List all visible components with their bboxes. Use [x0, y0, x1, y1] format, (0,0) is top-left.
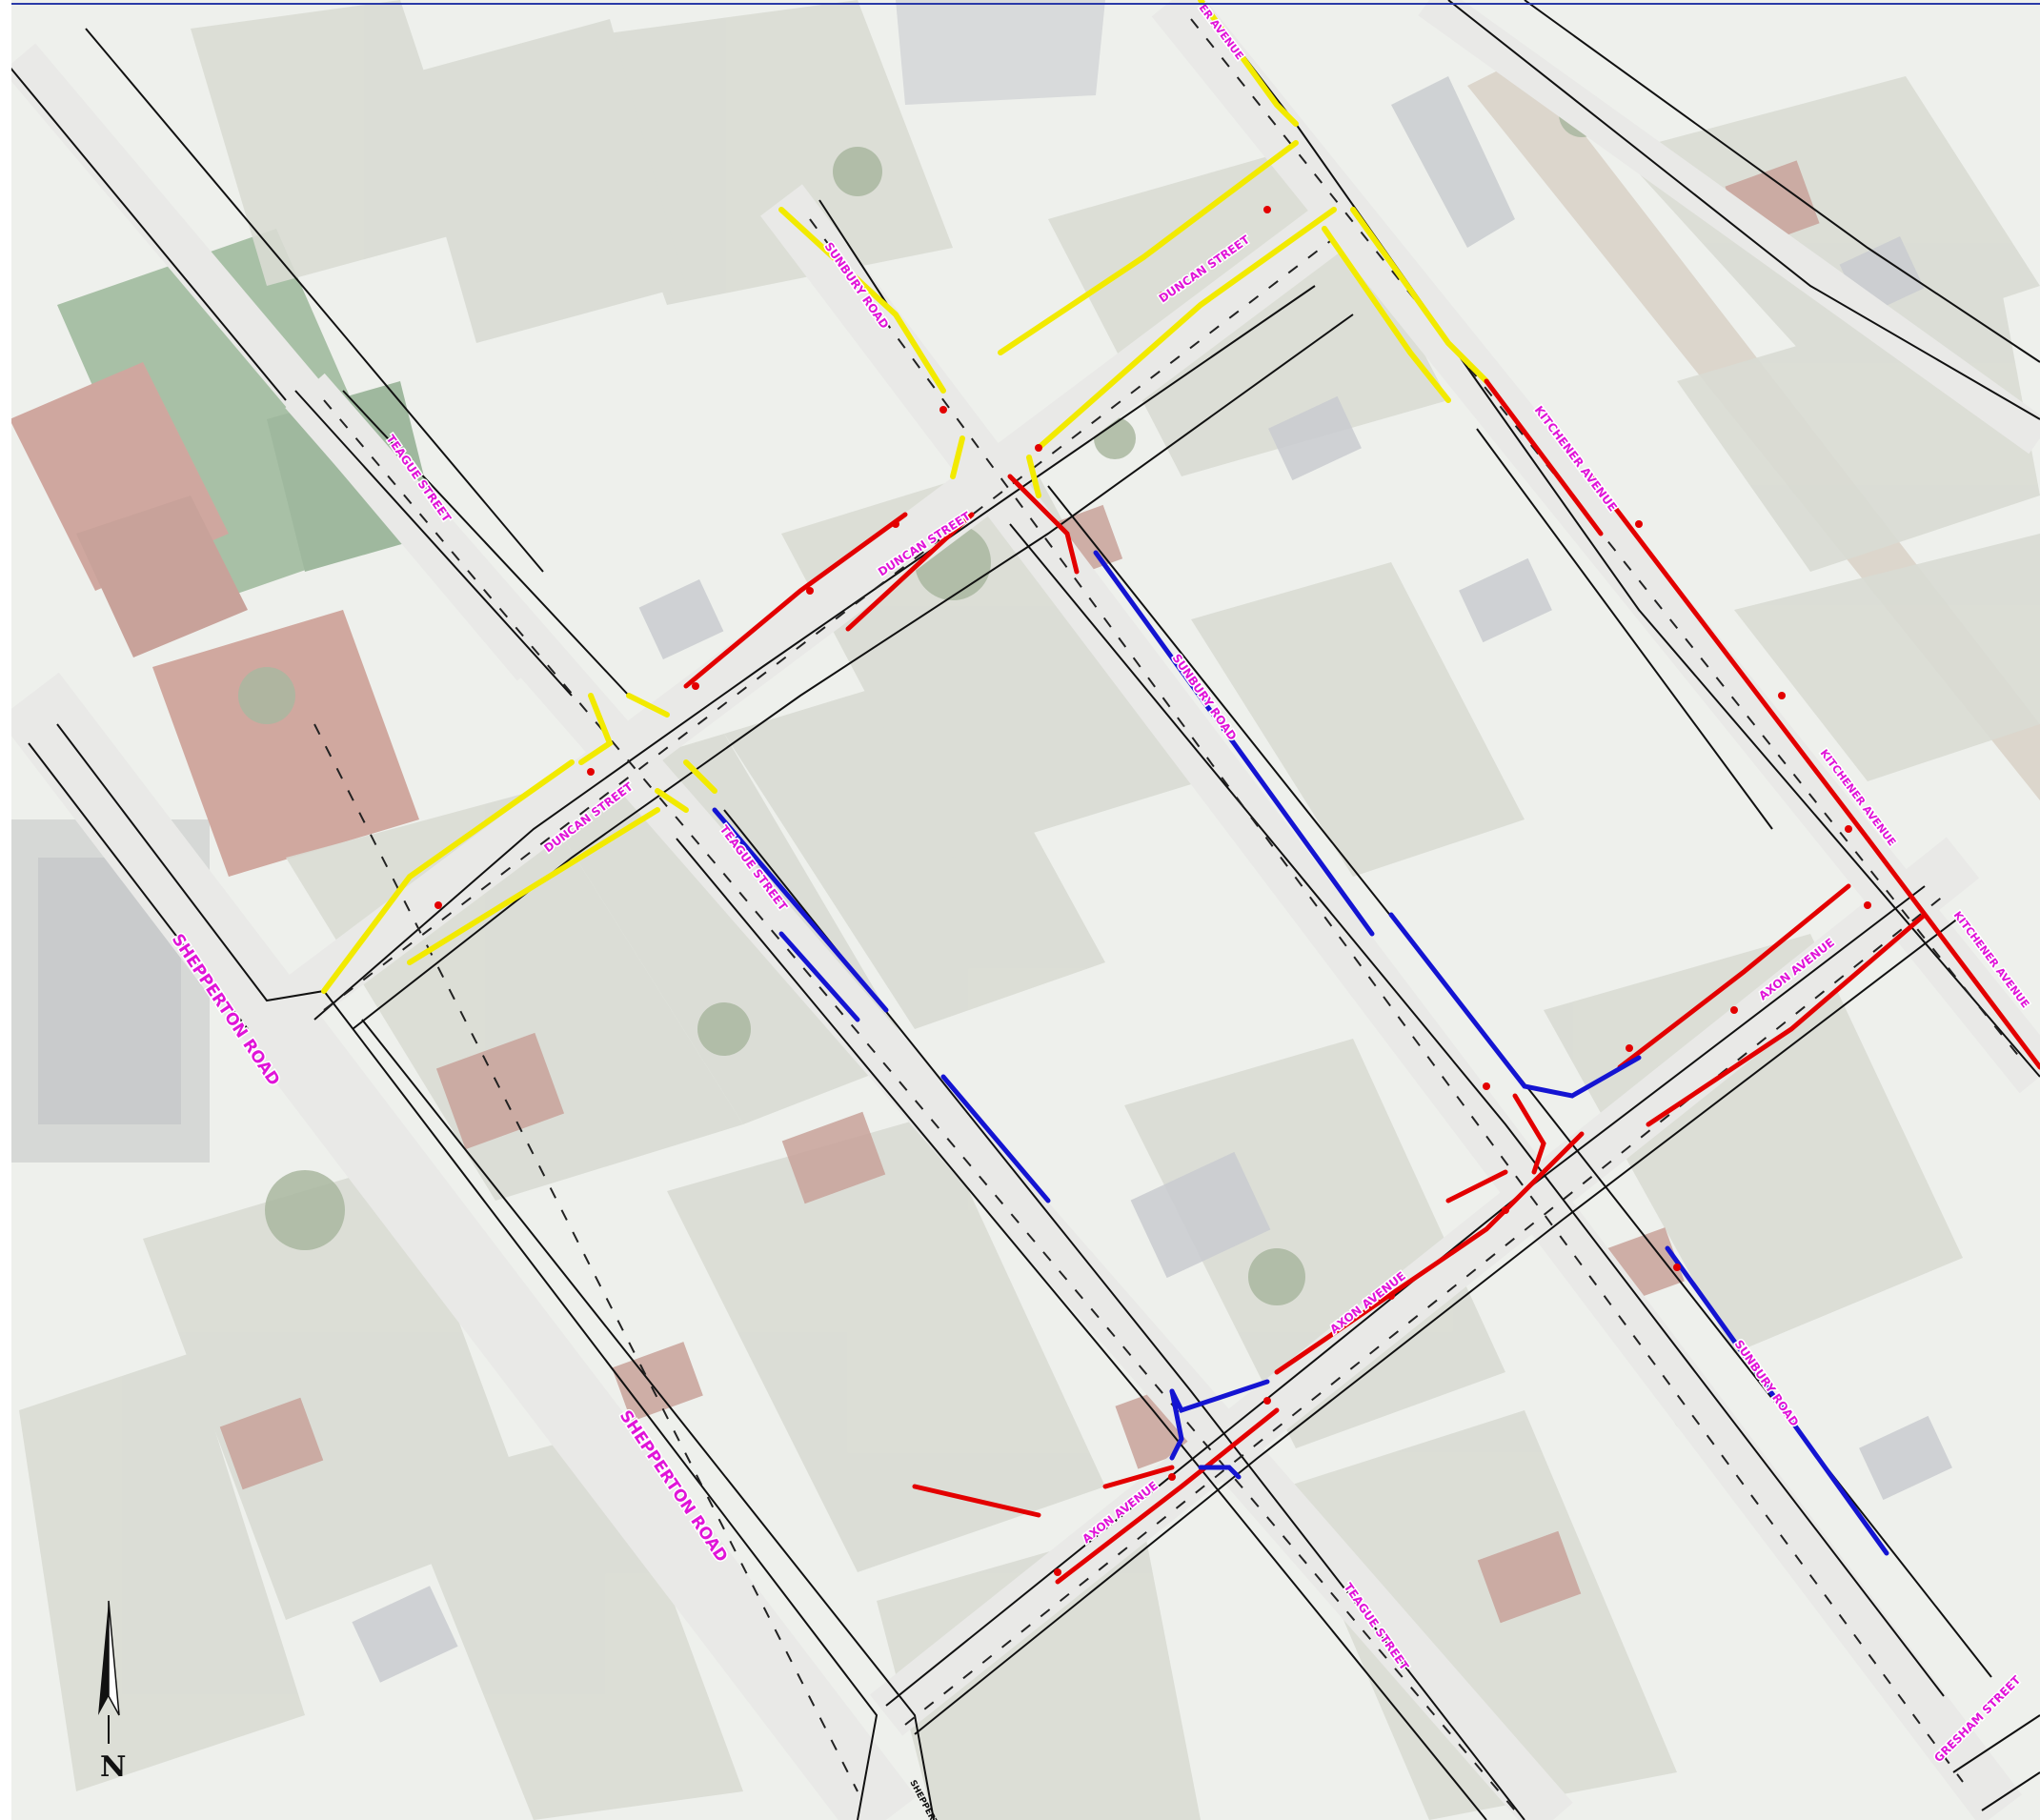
yellow-line	[778, 207, 946, 394]
yellow-line	[578, 693, 614, 765]
red-line	[912, 1484, 1041, 1518]
yellow-line	[1198, 0, 1299, 127]
red-line	[845, 512, 975, 632]
red-line	[1865, 836, 2040, 1070]
blue-line	[712, 807, 889, 1013]
duncan-street-surface	[270, 189, 1369, 1031]
yellow-line	[626, 693, 670, 718]
shepperton-road-surface	[0, 672, 917, 1820]
yellow-line	[407, 807, 660, 965]
yellow-line	[950, 435, 965, 479]
blue-line	[778, 931, 860, 1022]
yellow-line	[1036, 207, 1337, 451]
north-letter: N	[100, 1750, 126, 1784]
red-line	[1055, 1407, 1280, 1585]
blue-line-markings	[712, 550, 1889, 1556]
yellow-line	[1026, 455, 1041, 498]
red-line	[1646, 912, 1928, 1127]
blue-line	[1388, 912, 1642, 1099]
blue-line	[940, 1074, 1051, 1203]
red-line	[1445, 1169, 1508, 1203]
northwest-road-surface	[2, 43, 551, 681]
yellow-line-markings	[321, 0, 1489, 994]
blue-line	[1093, 550, 1375, 937]
yellow-line	[1350, 207, 1489, 384]
red-line-markings	[683, 378, 2040, 1585]
yellow-line	[1322, 226, 1451, 403]
marker-dots	[434, 206, 1871, 1576]
blue-line	[1665, 1245, 1889, 1556]
red-line	[1274, 1131, 1585, 1375]
red-line	[1617, 883, 1851, 1070]
yellow-line	[683, 759, 717, 794]
red-line	[1007, 474, 1080, 575]
yellow-line	[321, 759, 575, 994]
red-line	[1102, 1465, 1175, 1489]
red-line	[1588, 474, 1870, 841]
yellow-line	[998, 140, 1299, 355]
red-line	[1484, 378, 1604, 536]
northeast-road-surface	[1418, 0, 2040, 455]
centre-lines	[313, 18, 2021, 1811]
blue-line	[1198, 1465, 1242, 1480]
blue-line	[1169, 1379, 1270, 1414]
red-line	[1512, 1093, 1546, 1175]
axon-avenue-surface	[869, 837, 1980, 1736]
north-arrow-icon: N	[98, 1600, 126, 1784]
red-line	[683, 512, 908, 689]
blue-line	[1169, 1388, 1184, 1461]
yellow-line	[655, 788, 689, 813]
